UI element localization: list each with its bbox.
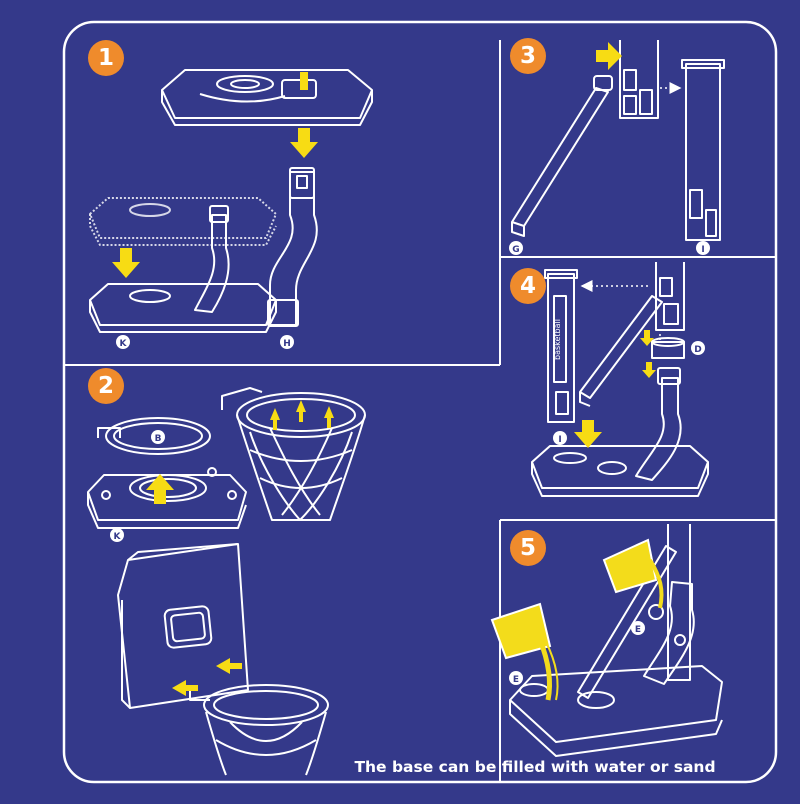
step4-down-arrow-upper [640, 330, 654, 346]
step5-label-e-lower: E [513, 675, 519, 685]
step2-backboard-arrow-left [172, 680, 198, 696]
step2-diagram [87, 387, 366, 776]
step3-label-i-marker [696, 241, 710, 255]
step1-down-arrow-right [290, 128, 318, 158]
step5-label-e-upper: E [635, 625, 641, 635]
step5-label-e-lower-marker [509, 671, 523, 685]
step1-slot-arrow [300, 72, 308, 90]
step5-label-e-upper-marker [631, 621, 645, 635]
step2-label-b: B [155, 434, 162, 444]
step1-diagram [89, 69, 373, 333]
step2-net-arrow-1 [270, 408, 280, 430]
step-badge-4: 4 [510, 268, 546, 304]
step5-cup-right [602, 538, 664, 609]
step2-net-arrow-3 [324, 406, 334, 428]
step2-label-k-marker [110, 528, 124, 542]
step4-backboard-text: basketball [553, 319, 562, 360]
step4-down-arrow-base [574, 420, 602, 448]
step3-label-g-marker [509, 241, 523, 255]
step-badge-1: 1 [88, 40, 124, 76]
step4-down-arrow-lower [642, 362, 656, 378]
step1-label-h: H [283, 339, 291, 349]
step3-right-arrow [596, 42, 622, 70]
step1-down-arrow-left [112, 248, 140, 278]
step2-net-arrow-2 [296, 400, 306, 422]
step4-label-d-marker [691, 341, 705, 355]
step1-label-h-marker [280, 335, 294, 349]
step4-diagram [531, 262, 709, 497]
step3-label-g: G [512, 245, 519, 255]
step3-label-i: I [701, 245, 704, 255]
step4-label-d: D [694, 345, 701, 355]
step2-backboard-arrow-right [216, 658, 242, 674]
step-badge-5: 5 [510, 530, 546, 566]
step2-label-k: K [114, 532, 122, 542]
outer-frame [62, 20, 778, 784]
step3-diagram [511, 40, 725, 241]
step2-up-arrow [146, 474, 174, 504]
step1-label-k-marker [116, 335, 130, 349]
step-badge-3: 3 [510, 38, 546, 74]
step4-label-i-marker [553, 431, 567, 445]
step1-label-k: K [120, 339, 128, 349]
step5-cup-left [490, 602, 559, 701]
step-badge-2: 2 [88, 368, 124, 404]
step4-label-i: I [558, 435, 561, 445]
footer-caption: The base can be filled with water or san… [354, 758, 716, 776]
step2-label-b-marker [151, 430, 165, 444]
